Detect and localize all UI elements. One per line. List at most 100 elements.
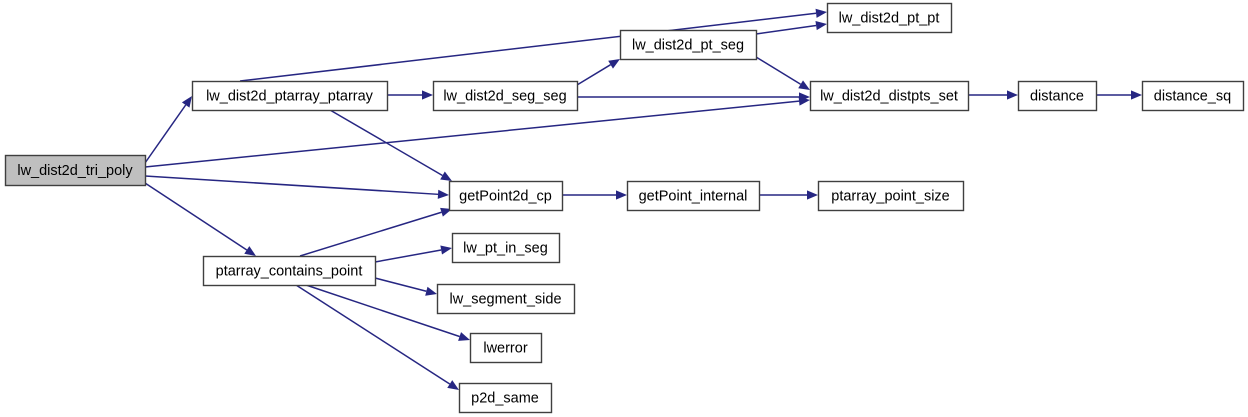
graph-node-getPoint-internal[interactable]: getPoint_internal (626, 180, 761, 212)
node-label: distance_sq (1154, 88, 1231, 104)
call-edge (759, 190, 818, 200)
edge-arrowhead (608, 59, 620, 69)
call-edge (577, 92, 810, 102)
node-box[interactable] (202, 255, 377, 287)
call-edge (295, 284, 459, 390)
node-box[interactable] (809, 80, 970, 112)
edge-layer (144, 8, 1142, 390)
edge-arrowhead (437, 189, 449, 199)
graph-node-distance[interactable]: distance (1017, 80, 1098, 112)
node-layer: lw_dist2d_tri_poly lw_dist2d_ptarray_ptar… (4, 2, 1245, 414)
node-label: lw_pt_in_seg (463, 240, 548, 256)
edge-arrowhead (422, 90, 433, 100)
node-label: ptarray_point_size (831, 188, 950, 204)
node-box[interactable] (817, 180, 965, 212)
graph-node-lw-dist2d-seg-seg[interactable]: lw_dist2d_seg_seg (432, 80, 579, 112)
edge-line (144, 175, 439, 196)
node-label: lw_dist2d_distpts_set (820, 88, 958, 104)
graph-node-getPoint2d-cp[interactable]: getPoint2d_cp (448, 180, 564, 212)
graph-node-ptarray-contains-point[interactable]: ptarray_contains_point (202, 255, 377, 287)
graph-node-lwerror[interactable]: lwerror (469, 332, 543, 364)
call-edge (299, 207, 452, 257)
edge-line (239, 12, 817, 82)
edge-arrowhead (440, 245, 452, 255)
call-edge (374, 277, 437, 296)
edge-line (755, 24, 817, 35)
edge-arrowhead (1007, 90, 1018, 100)
call-edge (387, 90, 433, 100)
node-box[interactable] (458, 382, 553, 414)
call-edge (144, 182, 256, 256)
edge-arrowhead (807, 190, 818, 200)
edge-arrowhead (799, 92, 810, 102)
edge-line (144, 104, 187, 164)
graph-node-lw-pt-in-seg[interactable]: lw_pt_in_seg (451, 232, 561, 264)
call-edge (305, 284, 470, 341)
call-edge (1096, 90, 1142, 100)
edge-line (576, 64, 611, 86)
node-label: lw_dist2d_pt_pt (839, 10, 940, 26)
graph-node-distance-sq[interactable]: distance_sq (1141, 80, 1245, 112)
graph-node-lw-dist2d-ptarray-ptarray[interactable]: lw_dist2d_ptarray_ptarray (191, 80, 389, 112)
edge-arrowhead (181, 96, 192, 108)
edge-line (374, 277, 427, 292)
edge-arrowhead (1131, 90, 1142, 100)
call-edge (755, 56, 810, 90)
call-edge (968, 90, 1018, 100)
node-label: lw_dist2d_seg_seg (443, 88, 566, 104)
edge-arrowhead (447, 380, 459, 390)
edge-arrowhead (815, 20, 827, 31)
call-edge (374, 245, 452, 263)
node-box[interactable] (826, 2, 953, 34)
node-label: lw_dist2d_ptarray_ptarray (206, 88, 374, 104)
node-box[interactable] (436, 283, 576, 315)
node-box[interactable] (469, 332, 543, 364)
node-box[interactable] (432, 80, 579, 112)
node-label: getPoint2d_cp (459, 188, 552, 204)
node-label: getPoint_internal (639, 188, 748, 204)
node-box[interactable] (1017, 80, 1098, 112)
call-edge (144, 175, 449, 199)
edge-arrowhead (815, 8, 827, 18)
graph-node-ptarray-point-size[interactable]: ptarray_point_size (817, 180, 965, 212)
edge-line (144, 182, 248, 251)
graph-node-lw-dist2d-pt-pt[interactable]: lw_dist2d_pt_pt (826, 2, 953, 34)
node-label: lw_dist2d_tri_poly (17, 163, 133, 179)
node-box[interactable] (626, 180, 761, 212)
call-edge (329, 109, 452, 181)
node-label: lw_segment_side (449, 291, 561, 307)
edge-line (374, 249, 442, 263)
edge-line (755, 56, 802, 85)
edge-arrowhead (440, 171, 452, 181)
node-box[interactable] (1141, 80, 1245, 112)
node-label: lwerror (483, 340, 527, 356)
edge-arrowhead (798, 80, 810, 90)
edge-line (299, 211, 442, 257)
node-box[interactable] (451, 232, 561, 264)
node-box[interactable] (4, 154, 147, 187)
node-label: distance (1030, 88, 1084, 104)
graph-node-lw-dist2d-pt-seg[interactable]: lw_dist2d_pt_seg (619, 29, 758, 61)
node-label: lw_dist2d_pt_seg (632, 37, 744, 53)
edge-line (295, 284, 451, 385)
call-edge (576, 59, 620, 86)
graph-node-p2d-same[interactable]: p2d_same (458, 382, 553, 414)
node-box[interactable] (448, 180, 564, 212)
graph-node-lw-dist2d-distpts-set[interactable]: lw_dist2d_distpts_set (809, 80, 970, 112)
node-box[interactable] (191, 80, 389, 112)
edge-line (144, 100, 800, 168)
edge-line (329, 109, 443, 177)
edge-arrowhead (458, 332, 470, 341)
node-box[interactable] (619, 29, 758, 61)
graph-node-lw-segment-side[interactable]: lw_segment_side (436, 283, 576, 315)
edge-arrowhead (616, 190, 627, 200)
graph-node-lw-dist2d-tri-poly[interactable]: lw_dist2d_tri_poly (4, 154, 147, 187)
edge-line (305, 284, 460, 338)
call-edge (144, 96, 192, 164)
edge-arrowhead (244, 246, 256, 256)
call-edge (562, 190, 627, 200)
node-label: ptarray_contains_point (216, 263, 363, 279)
edge-arrowhead (425, 286, 437, 296)
